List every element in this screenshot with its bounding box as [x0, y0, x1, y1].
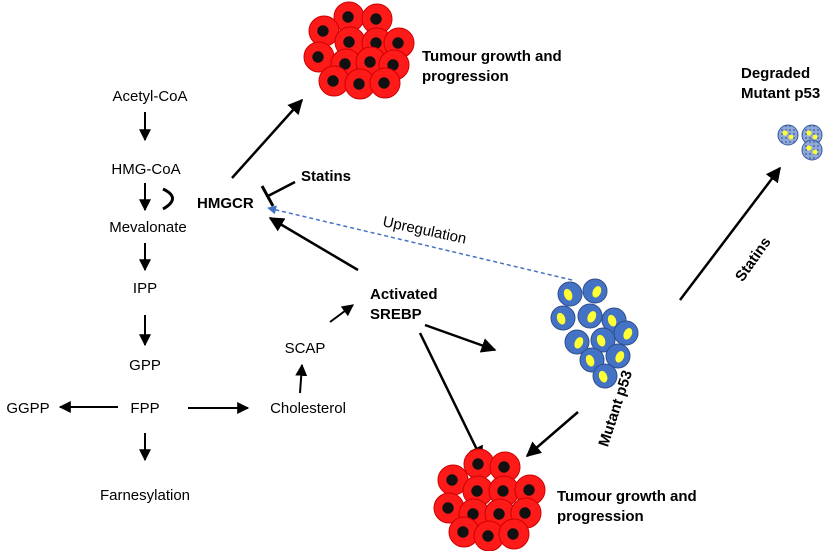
mutant-p53-cell	[613, 320, 639, 346]
inhibition-line	[267, 180, 296, 198]
mutant-p53-cell	[557, 281, 583, 307]
tumour-cell	[344, 68, 376, 100]
degraded-p53-cluster	[777, 124, 823, 161]
arrow-srebp-to-mutant-p53	[424, 323, 497, 353]
inhibition-bar	[260, 185, 275, 207]
hmgcr-label: HMGCR	[197, 195, 254, 212]
tumour-cell	[303, 41, 335, 73]
mevalonate-label: Mevalonate	[109, 219, 187, 236]
fpp-label: FPP	[130, 400, 159, 417]
ggpp-label: GGPP	[6, 400, 49, 417]
tumour-cell	[514, 474, 546, 506]
mutant-p53-cell	[577, 303, 603, 329]
degraded-p53-cell	[801, 139, 823, 161]
tumour-cell	[308, 15, 340, 47]
mutant-p53-cell	[590, 327, 616, 353]
srebp-label-line2: SREBP	[370, 306, 422, 323]
upregulation-arrow	[267, 205, 573, 281]
ipp-label: IPP	[133, 280, 157, 297]
hmg-coa-label: HMG-CoA	[111, 161, 180, 178]
tumour-cell	[489, 451, 521, 483]
tumour-top-label-line1: Tumour growth and	[422, 48, 562, 65]
farnesylation-label: Farnesylation	[100, 487, 190, 504]
statins-degrade-label: Statins	[732, 234, 775, 285]
mutant-p53-cell	[550, 305, 576, 331]
arrow-srebp-to-tumour-bottom	[418, 332, 484, 462]
tumour-cell	[463, 448, 495, 480]
degraded-label-line1: Degraded	[741, 65, 810, 82]
hmgcr-catalysis-curve	[162, 187, 174, 211]
mutant-p53-cluster	[550, 278, 639, 389]
degraded-label-line2: Mutant p53	[741, 85, 820, 102]
srebp-label-line1: Activated	[370, 286, 438, 303]
mutant-p53-cell	[592, 363, 618, 389]
tumour-cell	[369, 67, 401, 99]
statins-inhibitor-label: Statins	[301, 168, 351, 185]
mutant-p53-cell	[564, 329, 590, 355]
upregulation-label: Upregulation	[381, 213, 468, 247]
cholesterol-label: Cholesterol	[270, 400, 346, 417]
degraded-p53-cell	[777, 124, 799, 146]
tumour-cluster-bottom	[433, 448, 546, 551]
arrow-scap-to-srebp	[329, 304, 354, 323]
tumour-cluster-top	[303, 1, 415, 100]
tumour-cell	[433, 492, 465, 524]
tumour-bottom-label-line1: Tumour growth and	[557, 488, 697, 505]
arrow-hmgcr-to-tumour-top	[231, 98, 304, 179]
scap-label: SCAP	[285, 340, 326, 357]
tumour-cell	[473, 520, 505, 551]
degraded-p53-cell	[801, 124, 823, 146]
gpp-label: GPP	[129, 357, 161, 374]
acetyl-coa-label: Acetyl-CoA	[112, 88, 187, 105]
tumour-top-label-line2: progression	[422, 68, 509, 85]
arrow-statins-degradation	[679, 166, 781, 301]
tumour-cell	[318, 65, 350, 97]
mutant-p53-cell	[582, 278, 608, 304]
arrow-cholesterol-to-scap	[295, 363, 308, 394]
arrow-srebp-to-hmgcr	[268, 216, 359, 272]
arrow-mutant-p53-to-tumour-bottom	[525, 411, 579, 457]
mutant-p53-cell	[605, 343, 631, 369]
tumour-bottom-label-line2: progression	[557, 508, 644, 525]
tumour-cell	[498, 518, 530, 550]
